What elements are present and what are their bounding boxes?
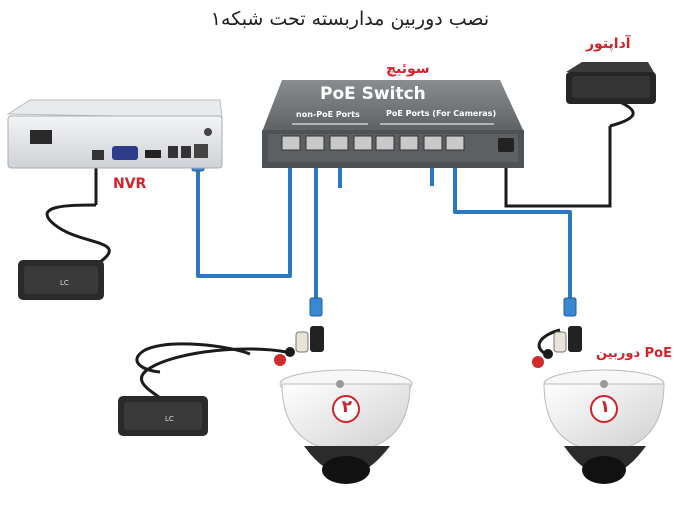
nvr-label: NVR	[113, 176, 147, 192]
poe-switch	[262, 80, 524, 168]
camera-2-number: ۲	[341, 397, 353, 417]
camera-1-number: ۱	[599, 397, 611, 417]
poe-ports-label: PoE Ports (For Cameras)	[386, 109, 497, 118]
page-title: نصب دوربین مداربسته تحت شبکه۱	[210, 8, 490, 30]
camera-1	[543, 369, 665, 484]
camera-2-connectors	[274, 326, 324, 366]
blue-network-cables	[196, 150, 572, 305]
nvr-device	[6, 99, 223, 169]
cable-switch-to-camera-1-long	[453, 150, 572, 305]
camera-2-power-adapter: LC	[118, 396, 208, 436]
camera-1-connectors	[532, 326, 582, 368]
poe-camera-label: دوربین PoE	[596, 346, 672, 361]
adapter-label: آداپتور	[586, 36, 631, 52]
svg-text:LC: LC	[60, 279, 69, 287]
non-poe-ports-label: non-PoE Ports	[296, 110, 360, 119]
cable-nvr-to-switch	[196, 150, 292, 278]
rj45-connectors	[191, 144, 577, 317]
nvr-power-adapter: LC	[18, 260, 104, 300]
svg-text:LC: LC	[165, 415, 174, 423]
camera-2	[279, 369, 413, 484]
switch-label: سوئیچ	[386, 61, 430, 77]
switch-power-adapter	[566, 62, 656, 104]
poe-switch-label: PoE Switch	[320, 84, 426, 104]
